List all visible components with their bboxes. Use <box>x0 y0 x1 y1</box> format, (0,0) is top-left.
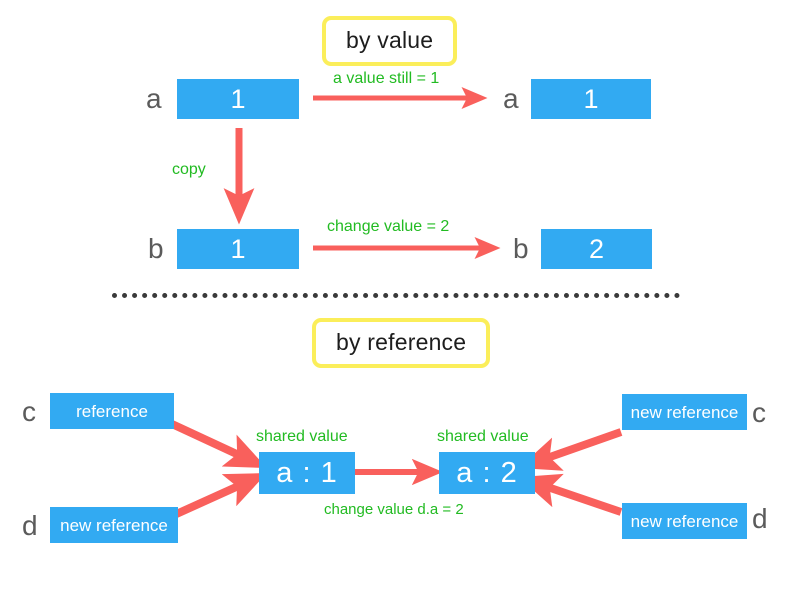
caption-shared-value-left: shared value <box>256 428 348 445</box>
var-label-d-right: d <box>752 503 768 534</box>
shared-value-box-right: a : 2 <box>439 452 535 494</box>
value-box-b-right: 2 <box>541 229 652 269</box>
section-title-by-value: by value <box>322 16 458 66</box>
arrow-right-c-to-shared-right <box>518 428 623 471</box>
arrow-d-to-shared-left <box>170 473 267 520</box>
note-a-value-still: a value still = 1 <box>333 70 440 87</box>
caption-shared-value-right: shared value <box>437 428 529 445</box>
note-change-value: change value = 2 <box>327 218 450 235</box>
var-label-a-right: a <box>503 83 519 114</box>
value-box-b-left: 1 <box>177 229 299 269</box>
var-label-b-left: b <box>148 233 164 264</box>
note-copy: copy <box>172 161 206 178</box>
var-label-d-left: d <box>22 510 38 541</box>
var-label-b-right: b <box>513 233 529 264</box>
section-divider <box>112 293 680 298</box>
shared-value-box-left: a : 1 <box>259 452 355 494</box>
arrow-right-d-to-shared-right <box>518 473 623 516</box>
section-title-by-reference: by reference <box>312 318 491 368</box>
var-label-c-left: c <box>22 396 36 427</box>
var-label-c-right: c <box>752 397 766 428</box>
arrow-c-to-shared-left <box>170 420 267 469</box>
reference-box-d-right: new reference <box>622 503 747 539</box>
reference-box-c-right: new reference <box>622 394 747 430</box>
reference-box-c-left: reference <box>50 393 174 429</box>
value-box-a-left: 1 <box>177 79 299 119</box>
reference-box-d-left: new reference <box>50 507 178 543</box>
var-label-a-left: a <box>146 83 162 114</box>
value-box-a-right: 1 <box>531 79 651 119</box>
note-change-value-da: change value d.a = 2 <box>324 501 464 518</box>
